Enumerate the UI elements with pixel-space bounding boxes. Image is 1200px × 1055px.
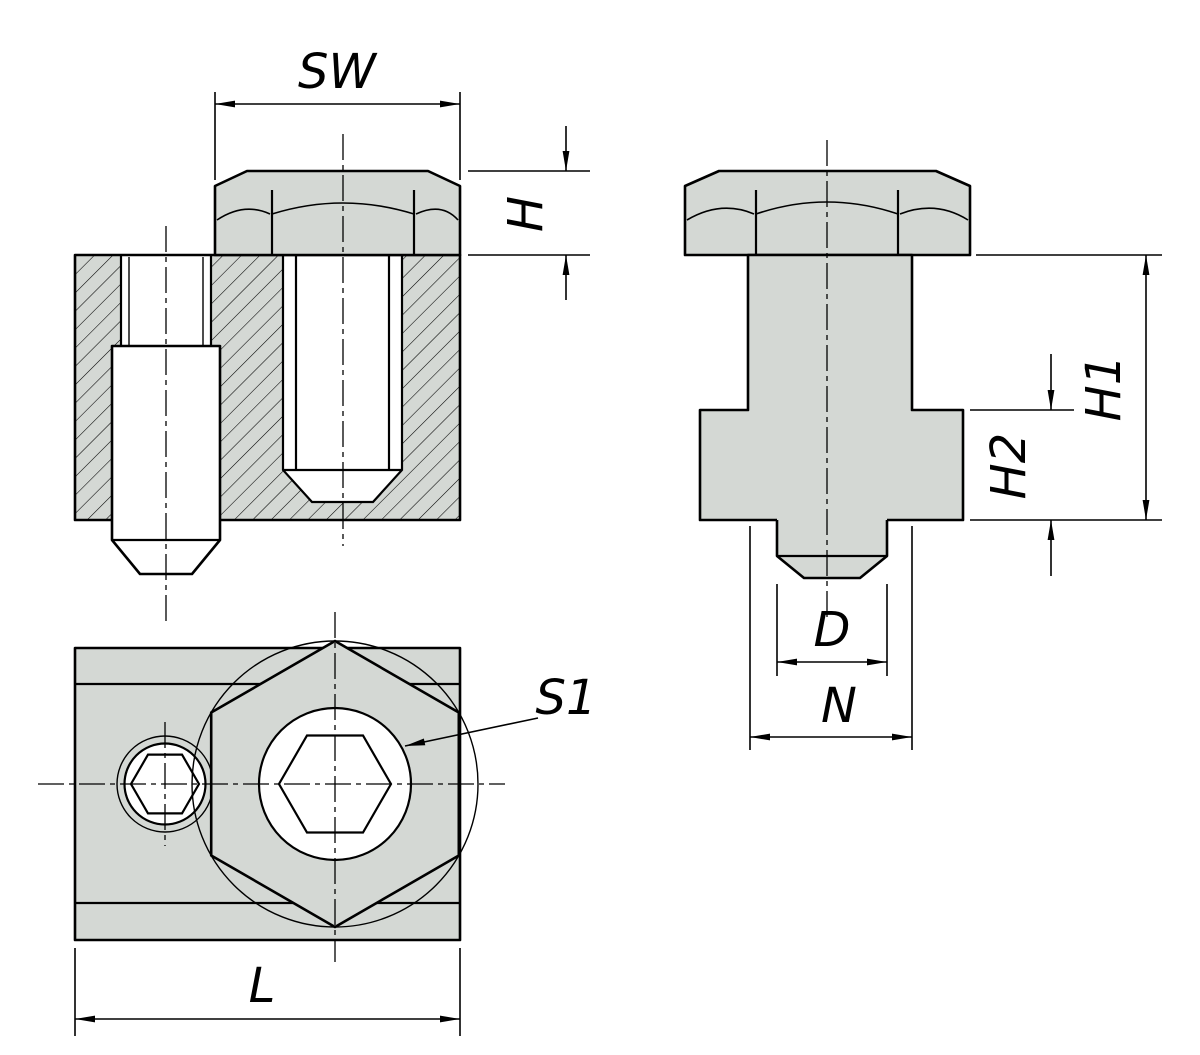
dimension-n: N [749,526,913,750]
dimension-l: L [74,948,461,1036]
leader-s1: S1 [404,670,597,747]
h2-label: H2 [981,433,1037,500]
dimension-d: D [776,584,888,676]
body-fill [700,255,963,520]
chamfer-arc [415,208,459,221]
chamfer-arc [216,208,271,221]
h-label: H [498,196,554,232]
dimension-sw: SW [214,44,461,180]
body-outline [698,253,965,522]
d-label: D [814,602,851,658]
hex-head-outline [213,169,462,257]
sw-label: SW [298,44,377,100]
bolt-hole [283,255,402,502]
chamfer-arc [899,207,969,221]
bolt-thread-major [281,255,404,504]
chamfer-arc [686,207,755,221]
l-label: L [249,958,276,1014]
dimensions: SW H H1 H2 D [74,44,1162,1036]
dimension-h2: H2 [970,354,1074,576]
dimension-h: H [468,126,590,300]
stud-outline [775,520,889,580]
h1-label: H1 [1076,355,1132,422]
s1-label: S1 [535,670,596,726]
set-screw-body [112,346,220,574]
dimension-h1: H1 [970,254,1162,521]
chamfer-arc [271,202,415,215]
stud-fill [777,520,887,578]
hex-head-front [213,169,462,257]
n-label: N [821,678,857,734]
nut-body-side [698,253,965,580]
nut-body-section [73,253,462,576]
top-view [38,612,505,962]
front-section-view [73,134,462,624]
leader-line [404,717,539,747]
side-view [683,140,972,618]
